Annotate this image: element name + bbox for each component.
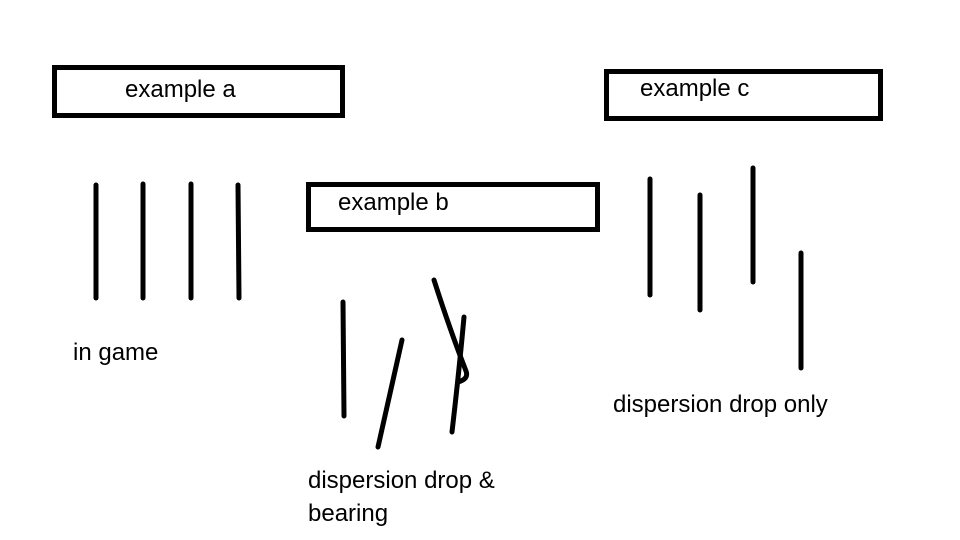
example-b-label: example b <box>338 189 449 216</box>
example-b-box: example b <box>306 182 600 232</box>
pencil-stroke <box>235 182 242 301</box>
example-c-box: example c <box>604 69 883 121</box>
caption-dispersion-only: dispersion drop only <box>613 391 828 418</box>
example-a-label: example a <box>125 75 236 103</box>
stroke-group-in-game-lines <box>93 181 242 301</box>
stroke-group-dispersion-only-lines <box>647 165 804 371</box>
pencil-stroke <box>375 337 405 450</box>
example-a-box: example a <box>52 65 345 118</box>
pencil-stroke <box>431 277 470 385</box>
caption-dispersion-bearing-line2: bearing <box>308 500 389 527</box>
caption-dispersion-bearing-line1: dispersion drop & <box>308 467 495 494</box>
pencil-stroke <box>449 314 467 435</box>
example-c-label: example c <box>640 75 750 102</box>
caption-dispersion-bearing: dispersion drop & bearing <box>308 464 495 530</box>
stroke-group-dispersion-bearing-lines <box>340 277 470 450</box>
pencil-stroke <box>340 299 347 419</box>
caption-in-game: in game <box>73 339 159 366</box>
